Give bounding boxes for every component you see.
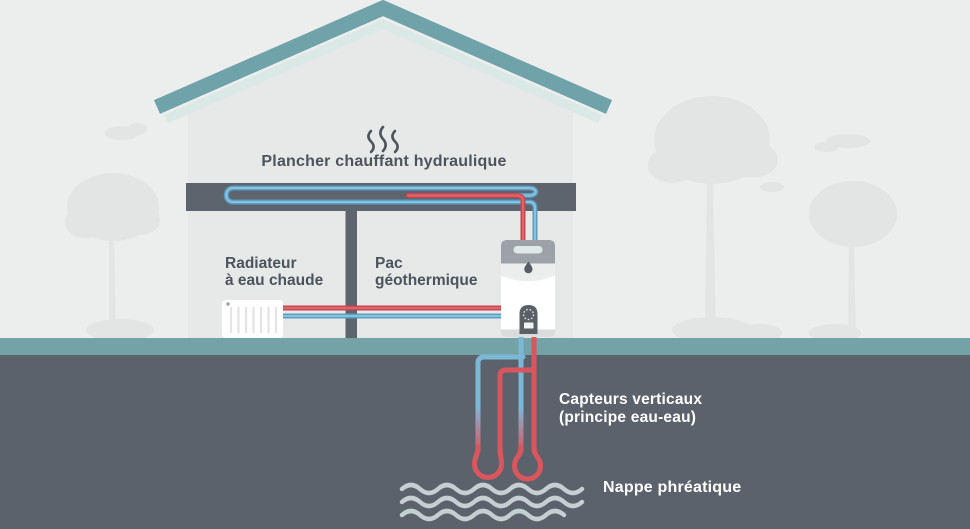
heat-pump-label-line2: géothermique (375, 272, 478, 289)
radiator-label-line2: à eau chaude (225, 272, 324, 289)
vertical-sensors-label-line2: (principe eau-eau) (559, 409, 697, 426)
house-interior (188, 26, 573, 338)
background-trees (65, 96, 897, 343)
heat-pump-label: Pac géothermique (375, 255, 477, 289)
vertical-ground-loops (472, 331, 543, 482)
floor-loop-cold-pipe (225, 186, 537, 249)
pressure-gauge-icon (519, 305, 538, 334)
radiator-label: Radiateur à eau chaude (225, 255, 323, 289)
heat-pump-vent-slot (513, 246, 543, 254)
borehole-bulb-left (472, 444, 504, 480)
ground-surface-band (0, 338, 970, 355)
radiator (222, 300, 283, 338)
vertical-sensors-label-line1: Capteurs verticaux (559, 391, 703, 408)
radiator-pipes (269, 305, 508, 319)
underground-area (0, 355, 970, 529)
radiator-label-line1: Radiateur (225, 255, 297, 272)
floor-loop-hot-pipe (406, 194, 525, 249)
borehole-bulb-right (512, 444, 543, 482)
water-table-label: Nappe phréatique (603, 479, 742, 496)
floor-heating-label: Plancher chauffant hydraulique (261, 153, 507, 170)
interior-wall (345, 211, 357, 338)
cold-down-pipe-left (475, 354, 526, 454)
vertical-sensors-label: Capteurs verticaux (principe eau-eau) (559, 391, 702, 427)
hot-return-pipe-left (497, 367, 537, 454)
radiator-valve-dot (226, 302, 230, 306)
water-drop-icon (524, 261, 533, 274)
water-table-waves-icon (399, 482, 585, 522)
radiator-fins (229, 307, 278, 333)
steam-icon (367, 125, 399, 154)
floor-heating-pipes (223, 185, 539, 250)
cloud-icon (105, 123, 870, 192)
roof-underside (164, 19, 602, 124)
roof (153, 0, 613, 114)
heat-pump-unit (501, 240, 555, 337)
heat-pump-label-line1: Pac (375, 255, 403, 272)
